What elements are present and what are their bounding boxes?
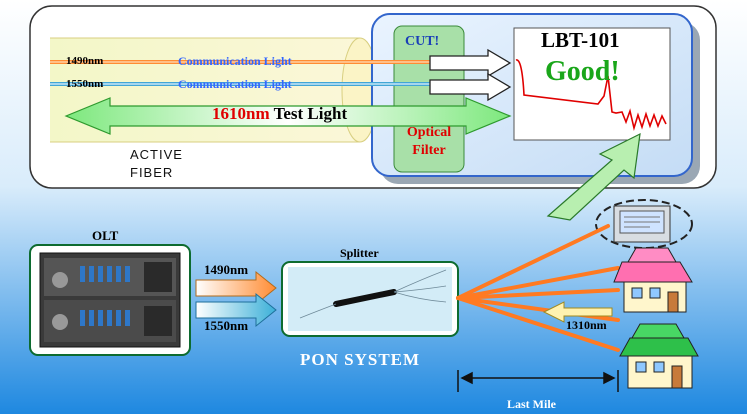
optical-filter-label: Optical Filter <box>398 124 460 160</box>
downstream-1550-label: 1550nm <box>204 318 249 333</box>
upstream-arrow-1310 <box>542 301 613 323</box>
splitter-leads <box>299 269 447 319</box>
test-light-label: 1610nm Test Light <box>212 104 347 124</box>
cut-label: CUT! <box>405 34 440 49</box>
house-green <box>619 323 699 389</box>
last-mile-marker <box>457 370 619 392</box>
feedback-arrow <box>546 132 641 221</box>
house-pink <box>613 247 693 313</box>
downstream-1490-label: 1490nm <box>204 262 249 277</box>
status-label: Good! <box>545 56 620 87</box>
comm-light-label-1: Communication Light <box>178 54 292 68</box>
downstream-arrow-1550 <box>195 292 277 328</box>
optical-filter-line-1: Optical <box>406 125 452 140</box>
device-model-label: LBT-101 <box>541 28 620 52</box>
upstream-1310-label: 1310nm <box>566 318 607 332</box>
comm-light-label-2: Communication Light <box>178 77 292 91</box>
active-fiber-line-2: FIBER <box>130 165 174 180</box>
last-mile-label: Last Mile <box>507 397 556 411</box>
test-light-text: Test Light <box>273 104 348 123</box>
olt-label: OLT <box>92 228 119 243</box>
splitter-body <box>333 289 397 307</box>
signal-arrow-bottom <box>429 72 512 102</box>
olt-rack <box>39 252 181 348</box>
signal-arrow-top <box>429 48 512 78</box>
active-fiber-label: ACTIVE FIBER <box>130 146 183 182</box>
optical-filter-line-2: Filter <box>412 143 446 158</box>
active-fiber-line-1: ACTIVE <box>130 147 183 162</box>
test-light-wavelength: 1610nm <box>212 104 270 123</box>
wavelength-1550-label: 1550nm <box>66 78 104 90</box>
handheld-otdr <box>613 205 671 243</box>
splitter-label: Splitter <box>340 246 379 260</box>
wavelength-1490-label: 1490nm <box>66 55 104 67</box>
pon-system-label: PON SYSTEM <box>300 350 421 369</box>
handheld-highlight <box>595 199 693 249</box>
otdr-trace <box>515 59 667 132</box>
test-light-arrow <box>64 97 512 135</box>
